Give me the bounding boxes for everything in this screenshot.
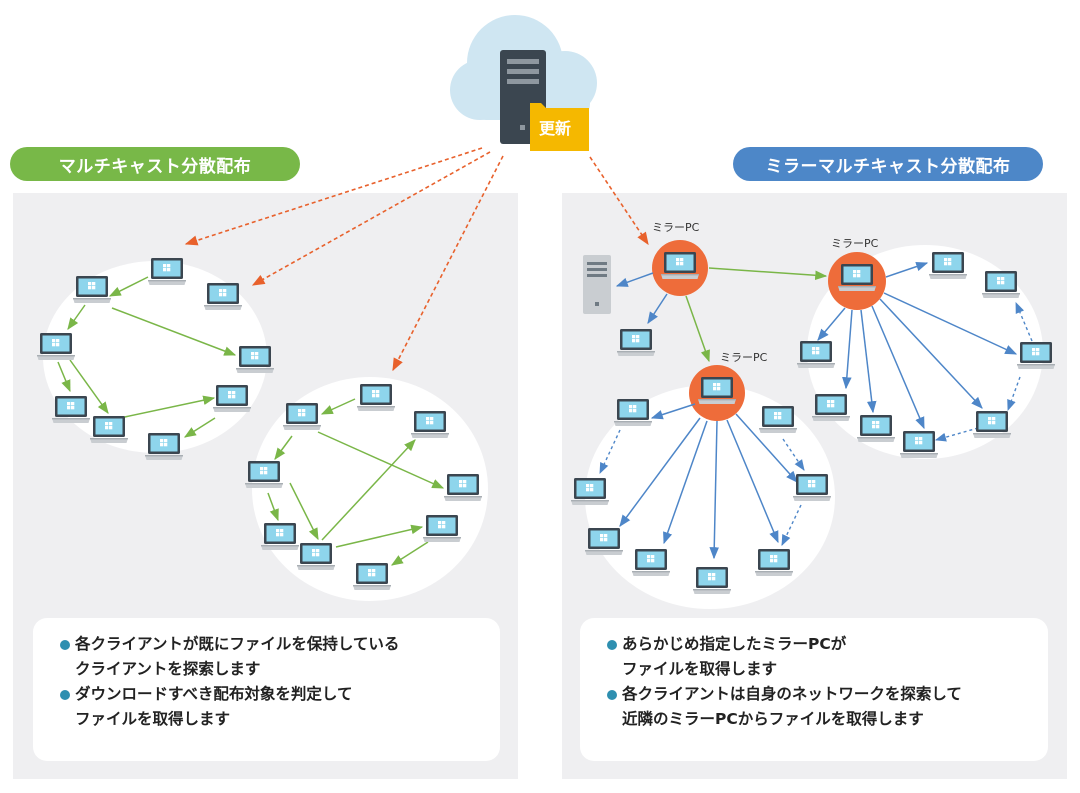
right-section-title: ミラーマルチキャスト分散配布 bbox=[733, 147, 1043, 181]
left-note-bullet-2: ダウンロードすべき配布対象を判定して bbox=[60, 682, 482, 707]
update-label: 更新 bbox=[538, 119, 571, 138]
right-note-bullet-1: あらかじめ指定したミラーPCが bbox=[607, 632, 1030, 657]
mirror-pc-label-1: ミラーPC bbox=[652, 221, 700, 234]
left-note: 各クライアントが既にファイルを保持している クライアントを探索します ダウンロー… bbox=[33, 618, 500, 761]
mirror-arrows bbox=[685, 267, 828, 363]
right-note-bullet-1-cont: ファイルを取得します bbox=[622, 660, 778, 678]
mirror-pc-label-2: ミラーPC bbox=[831, 237, 879, 250]
peer-dashed-arrows bbox=[599, 301, 1033, 547]
folder-icon bbox=[530, 103, 589, 151]
update-arrows bbox=[184, 147, 649, 372]
right-note-bullet-2-cont: 近隣のミラーPCからファイルを取得します bbox=[622, 710, 924, 728]
mirror-pc-label-3: ミラーPC bbox=[720, 351, 768, 364]
mirror-blue-arrows bbox=[615, 261, 1018, 560]
left-note-bullet-1: 各クライアントが既にファイルを保持している bbox=[60, 632, 482, 657]
left-section-title: マルチキャスト分散配布 bbox=[10, 147, 300, 181]
left-note-bullet-1-cont: クライアントを探索します bbox=[75, 660, 261, 678]
left-note-bullet-2-cont: ファイルを取得します bbox=[75, 710, 231, 728]
right-note: あらかじめ指定したミラーPCが ファイルを取得します 各クライアントは自身のネッ… bbox=[580, 618, 1048, 761]
left-a-arrows bbox=[57, 276, 237, 438]
right-note-bullet-2: 各クライアントは自身のネットワークを探索して bbox=[607, 682, 1030, 707]
tower-pc-icon bbox=[583, 255, 611, 314]
left-b-arrows bbox=[267, 398, 445, 566]
